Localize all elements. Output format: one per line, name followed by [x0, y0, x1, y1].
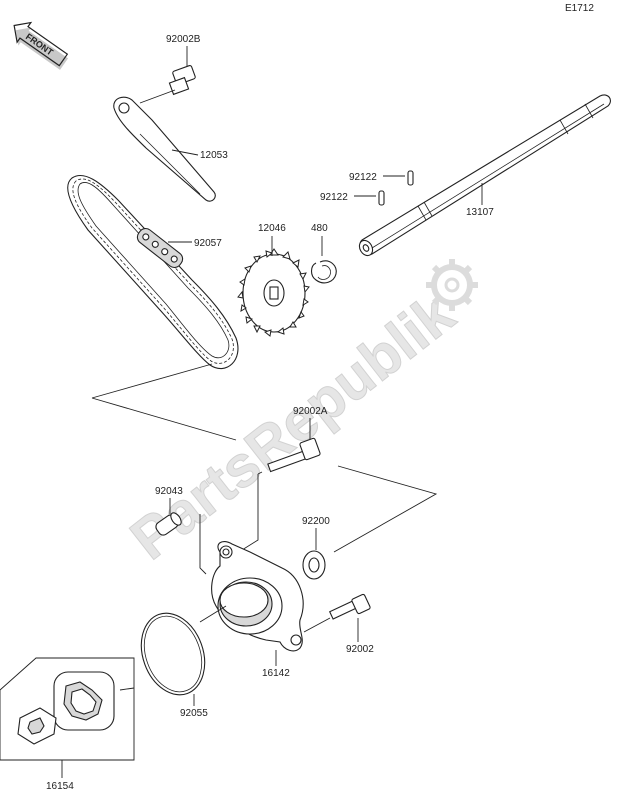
- label-16142: 16142: [262, 668, 290, 679]
- label-16154: 16154: [46, 781, 74, 792]
- sprocket-12046: [237, 248, 310, 337]
- bolt-92002a: [257, 437, 321, 475]
- front-arrow-icon: FRONT: [13, 21, 69, 70]
- label-92055: 92055: [180, 708, 208, 719]
- label-92002a: 92002A: [293, 406, 328, 417]
- bolt-92002b: [139, 65, 196, 104]
- diagram-code: E1712: [565, 3, 594, 14]
- explode-line-o-ring: [199, 605, 227, 623]
- explode-line-upper-1: [91, 363, 213, 399]
- chain-92057: [67, 174, 239, 370]
- dowel-92043: [155, 512, 182, 536]
- washer-92200: [302, 550, 326, 580]
- pin-92122-b: [378, 190, 385, 206]
- label-92057: 92057: [194, 238, 222, 249]
- label-13107: 13107: [466, 207, 494, 218]
- label-92002: 92002: [346, 644, 374, 655]
- label-12046: 12046: [258, 223, 286, 234]
- explode-line-upper-2: [91, 397, 237, 441]
- o-ring-92055: [140, 612, 206, 696]
- leader-12053: [171, 149, 199, 156]
- label-12053: 12053: [200, 150, 228, 161]
- explode-line-dowel: [199, 514, 207, 575]
- label-92043: 92043: [155, 486, 183, 497]
- pump-housing-16142: [211, 541, 304, 652]
- bolt-92002: [303, 593, 371, 633]
- label-92200: 92200: [302, 516, 330, 527]
- explode-line-rotor: [119, 687, 135, 691]
- chain-link-92057: [136, 227, 184, 269]
- explode-line-middle: [333, 465, 438, 553]
- shaft-13107: [358, 94, 611, 257]
- gear-watermark-icon: [426, 259, 478, 311]
- circlip-480: [310, 260, 337, 284]
- rotor-set-16154: [0, 657, 135, 761]
- label-92002b: 92002B: [166, 34, 201, 45]
- label-92122-a: 92122: [349, 172, 377, 183]
- label-480: 480: [311, 223, 328, 234]
- label-92122-b: 92122: [320, 192, 348, 203]
- chain-guide-12053: [113, 96, 216, 202]
- pin-92122-a: [407, 170, 414, 186]
